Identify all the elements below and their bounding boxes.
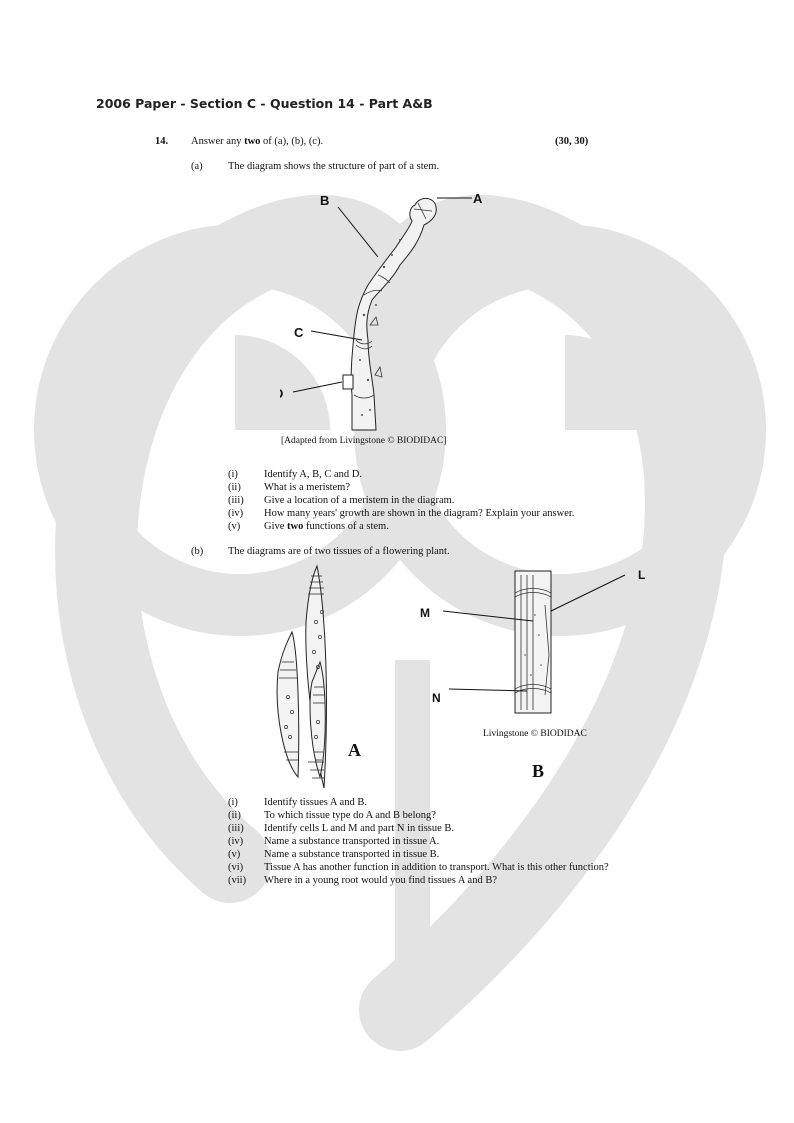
part-a-label: (a) <box>191 161 203 172</box>
part-a-item-5: (v)Give two functions of a stem. <box>228 521 389 532</box>
part-b-item-1: (i)Identify tissues A and B. <box>228 797 367 808</box>
part-a-item-2: (ii)What is a meristem? <box>228 482 351 493</box>
tissue-a-diagram: A <box>276 564 361 789</box>
part-a-item-4: (iv)How many years' growth are shown in … <box>228 508 575 519</box>
part-a-item-1: (i)Identify A, B, C and D. <box>228 469 362 480</box>
instruction-bold: two <box>244 136 261 147</box>
part-b-item-7: (vii)Where in a young root would you fin… <box>228 875 498 886</box>
part-b-item-4: (iv)Name a substance transported in tiss… <box>228 836 440 847</box>
part-b-item-5: (v)Name a substance transported in tissu… <box>228 849 440 860</box>
tissue-b-label-n: N <box>432 691 441 705</box>
tissue-a-label: A <box>348 740 361 760</box>
question-number: 14. <box>155 136 169 147</box>
part-b-caption: Livingstone © BIODIDAC <box>483 729 587 739</box>
stem-label-b: B <box>320 193 329 208</box>
stem-diagram: B A C D <box>280 191 483 431</box>
stem-label-d: D <box>280 386 283 401</box>
part-a-caption: [Adapted from Livingstone © BIODIDAC] <box>281 436 447 446</box>
tissue-b-diagram: L M N B <box>420 568 645 780</box>
instruction-post: of (a), (b), (c). <box>260 136 324 147</box>
part-b-label: (b) <box>191 546 204 557</box>
tissue-b-label-l: L <box>638 568 645 582</box>
instruction-pre: Answer any <box>191 136 245 147</box>
tissue-b-label-m: M <box>420 606 430 620</box>
part-b-item-6: (vi)Tissue A has another function in add… <box>228 862 609 873</box>
part-b-item-2: (ii)To which tissue type do A and B belo… <box>228 810 436 821</box>
tissue-b-label: B <box>532 761 544 780</box>
part-a-item-3: (iii)Give a location of a meristem in th… <box>228 495 455 506</box>
part-b-item-3: (iii)Identify cells L and M and part N i… <box>228 823 455 834</box>
page-heading: 2006 Paper - Section C - Question 14 - P… <box>96 96 433 111</box>
stem-label-a: A <box>473 191 483 206</box>
part-b-intro: The diagrams are of two tissues of a flo… <box>228 546 450 557</box>
stem-label-c: C <box>294 325 304 340</box>
question-instruction: Answer any two of (a), (b), (c). <box>191 135 323 148</box>
question-marks: (30, 30) <box>555 136 589 147</box>
part-a-intro: The diagram shows the structure of part … <box>228 161 440 172</box>
